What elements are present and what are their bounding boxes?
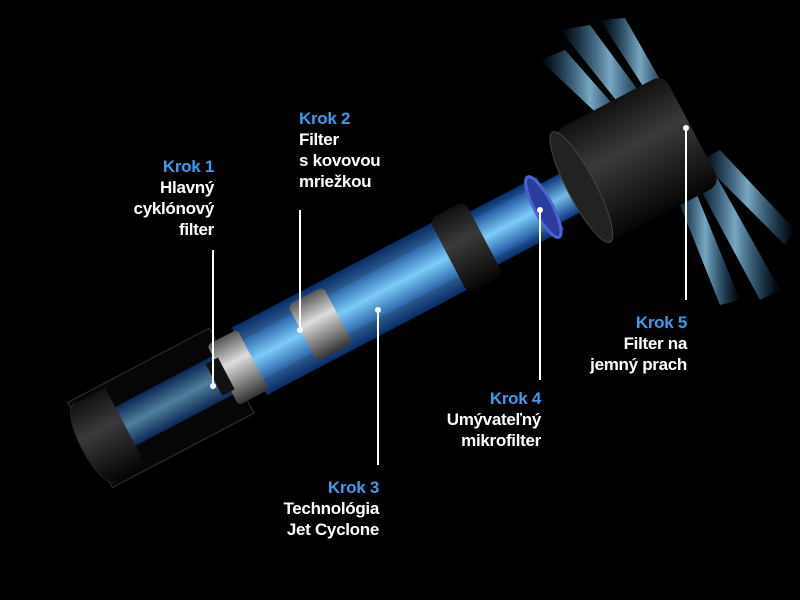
step-title: Krok 5	[635, 313, 687, 332]
step-desc-line: mikrofilter	[461, 431, 541, 450]
leader-dot-step-3	[375, 307, 381, 313]
callout-step-1: Krok 1 Hlavný cyklónový filter	[133, 156, 215, 240]
step-title: Krok 3	[327, 478, 379, 497]
callout-step-3: Krok 3 Technológia Jet Cyclone	[283, 477, 379, 540]
leader-dot-step-2	[297, 327, 303, 333]
leader-line-step-1	[212, 250, 214, 386]
leader-dot-step-1	[210, 383, 216, 389]
leader-line-step-5	[685, 128, 687, 300]
callout-step-5: Krok 5 Filter na jemný prach	[590, 312, 687, 375]
leader-dot-step-5	[683, 125, 689, 131]
callout-step-4: Krok 4 Umývateľný mikrofilter	[446, 388, 542, 451]
step-desc-line: Umývateľný	[446, 410, 542, 429]
exhaust-rays-bottom	[670, 150, 795, 305]
step-desc-line: Jet Cyclone	[286, 520, 379, 539]
step-desc-line: jemný prach	[590, 355, 687, 374]
step-desc-line: Filter	[299, 130, 339, 149]
leader-dot-step-4	[537, 207, 543, 213]
step-desc-line: Filter na	[623, 334, 688, 353]
step-title: Krok 2	[299, 109, 351, 128]
leader-line-step-2	[299, 210, 301, 330]
step-title: Krok 4	[489, 389, 541, 408]
step-desc-line: filter	[178, 220, 214, 239]
step-desc-line: cyklónový	[133, 199, 215, 218]
step-desc-line: mriežkou	[299, 172, 372, 191]
step-title: Krok 1	[162, 157, 214, 176]
leader-line-step-3	[377, 310, 379, 465]
step-desc-line: Hlavný	[160, 178, 214, 197]
callout-step-2: Krok 2 Filter s kovovou mriežkou	[299, 108, 381, 192]
step-desc-line: s kovovou	[299, 151, 381, 170]
step-desc-line: Technológia	[283, 499, 379, 518]
filter-assembly	[67, 78, 717, 489]
leader-line-step-4	[539, 210, 541, 380]
